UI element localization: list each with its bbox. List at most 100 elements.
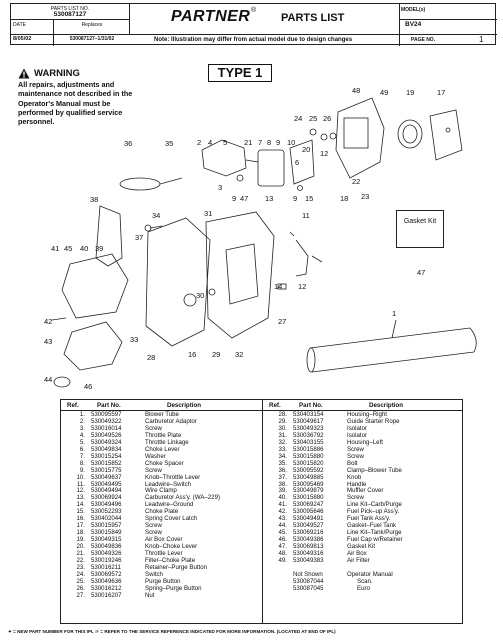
ref-cell: 8. — [79, 459, 85, 467]
description-cell: Leadwire–Ground — [145, 501, 194, 509]
part-number-cell: 530049491 — [293, 515, 324, 523]
description-cell: Scan. — [357, 577, 373, 585]
description-cell: Clamp–Blower Tube — [347, 466, 402, 474]
callout-25: 25 — [309, 114, 317, 123]
callout-1: 1 — [392, 309, 396, 318]
part-number-cell: 530049495 — [91, 480, 122, 488]
table-row: 530087044 Scan. — [263, 577, 462, 586]
ref-cell: 3. — [79, 424, 85, 432]
callout-19: 19 — [406, 88, 414, 97]
ref-cell: 33. — [278, 445, 287, 453]
ref-cell — [263, 586, 293, 593]
callout-22: 22 — [352, 177, 360, 186]
callout-7: 7 — [258, 138, 262, 147]
page-number: 1 — [479, 35, 484, 44]
warning-triangle-icon — [18, 68, 30, 79]
callout-9: 9 — [276, 138, 280, 147]
part-number-cell: 530402044 — [91, 515, 122, 523]
part-number-cell: 530015775 — [91, 466, 122, 474]
description-cell: Wire Clamp — [145, 487, 177, 495]
description-cell: Isolator — [347, 424, 367, 432]
description-cell: Switch — [145, 570, 163, 578]
description-cell: Choke Lever — [145, 445, 180, 453]
part-number-cell: 530049617 — [293, 417, 324, 425]
description-cell: Knob–Choke Lever — [145, 543, 198, 551]
callout-20: 20 — [302, 145, 310, 154]
description-cell: Euro — [357, 584, 370, 592]
part-number-cell: 530095646 — [293, 508, 324, 516]
ref-cell: 31. — [278, 431, 287, 439]
callout-2: 2 — [197, 138, 201, 147]
model-value: BV24 — [405, 21, 422, 28]
description-cell: Fuel Pick–up Ass'y. — [347, 508, 400, 516]
warning-title: WARNING — [34, 68, 80, 79]
description-cell: Throttle Plate — [145, 431, 182, 439]
ref-cell: 28. — [278, 411, 287, 418]
page-title: PARTS LIST — [281, 12, 345, 24]
description-cell: Choke Plate — [145, 508, 179, 516]
col-desc-left: Description — [167, 402, 202, 409]
description-cell: Choke Spacer — [145, 459, 184, 467]
callout-16: 16 — [188, 350, 196, 359]
callout-38: 38 — [90, 195, 98, 204]
description-cell: Handle — [347, 480, 367, 488]
model-label: MODEL(s) — [401, 7, 426, 13]
description-cell: Filter–Choke Plate — [145, 557, 196, 565]
description-cell: Air Box Cover — [145, 536, 183, 544]
ref-cell: 21. — [76, 550, 85, 558]
callout-36: 36 — [124, 139, 132, 148]
air-filter-shape — [397, 119, 423, 149]
ref-cell: 2. — [79, 417, 85, 425]
muffler-cover-shape — [61, 253, 129, 319]
part-number-cell: 530087044 — [293, 577, 324, 585]
operator-manual-label: Operator Manual — [347, 570, 393, 578]
description-cell: Carburetor Adaptor — [145, 417, 197, 425]
description-cell: Screw — [145, 424, 162, 432]
header-block: PARTS LIST NO. 530087127 DATE 8/05/02 Re… — [10, 3, 497, 46]
description-cell: Nut — [145, 591, 155, 599]
description-cell: Housing–Left — [347, 438, 383, 446]
date-value: 8/05/02 — [13, 36, 32, 42]
footer-legend: ✦ = NEW PART NUMBER FOR THIS IPL ☞ = REF… — [8, 629, 336, 634]
parts-list-no: 530087127 — [53, 11, 87, 18]
part-number-cell: 530069216 — [293, 529, 324, 537]
ref-cell: 43. — [278, 515, 287, 523]
col-ref-right: Ref. — [269, 402, 281, 409]
ref-cell: 41. — [278, 501, 287, 509]
ref-cell: 5. — [79, 438, 85, 446]
ref-cell: 27. — [76, 591, 85, 599]
callout-42: 42 — [44, 317, 52, 326]
description-cell: Leadwire–Switch — [145, 480, 192, 488]
housing-right-shape — [145, 217, 211, 347]
description-cell: Purge Button — [145, 577, 181, 585]
col-part-right: Part No. — [299, 402, 323, 409]
callout-8: 8 — [267, 138, 271, 147]
callout-14: 14 — [274, 282, 282, 291]
part-number-cell: 530095469 — [293, 480, 324, 488]
part-number-cell: 530049885 — [293, 473, 324, 481]
ref-cell: 39. — [278, 487, 287, 495]
callout-31: 31 — [204, 209, 212, 218]
part-number-cell: 530087045 — [293, 584, 324, 592]
ref-cell: 12. — [76, 487, 85, 495]
ref-cell: 35. — [278, 459, 287, 467]
callout-9c: 9 — [293, 194, 297, 203]
part-number-cell: 530049527 — [293, 522, 324, 530]
ref-cell: 29. — [278, 417, 287, 425]
callout-15: 15 — [305, 194, 313, 203]
callout-28: 28 — [147, 353, 155, 362]
